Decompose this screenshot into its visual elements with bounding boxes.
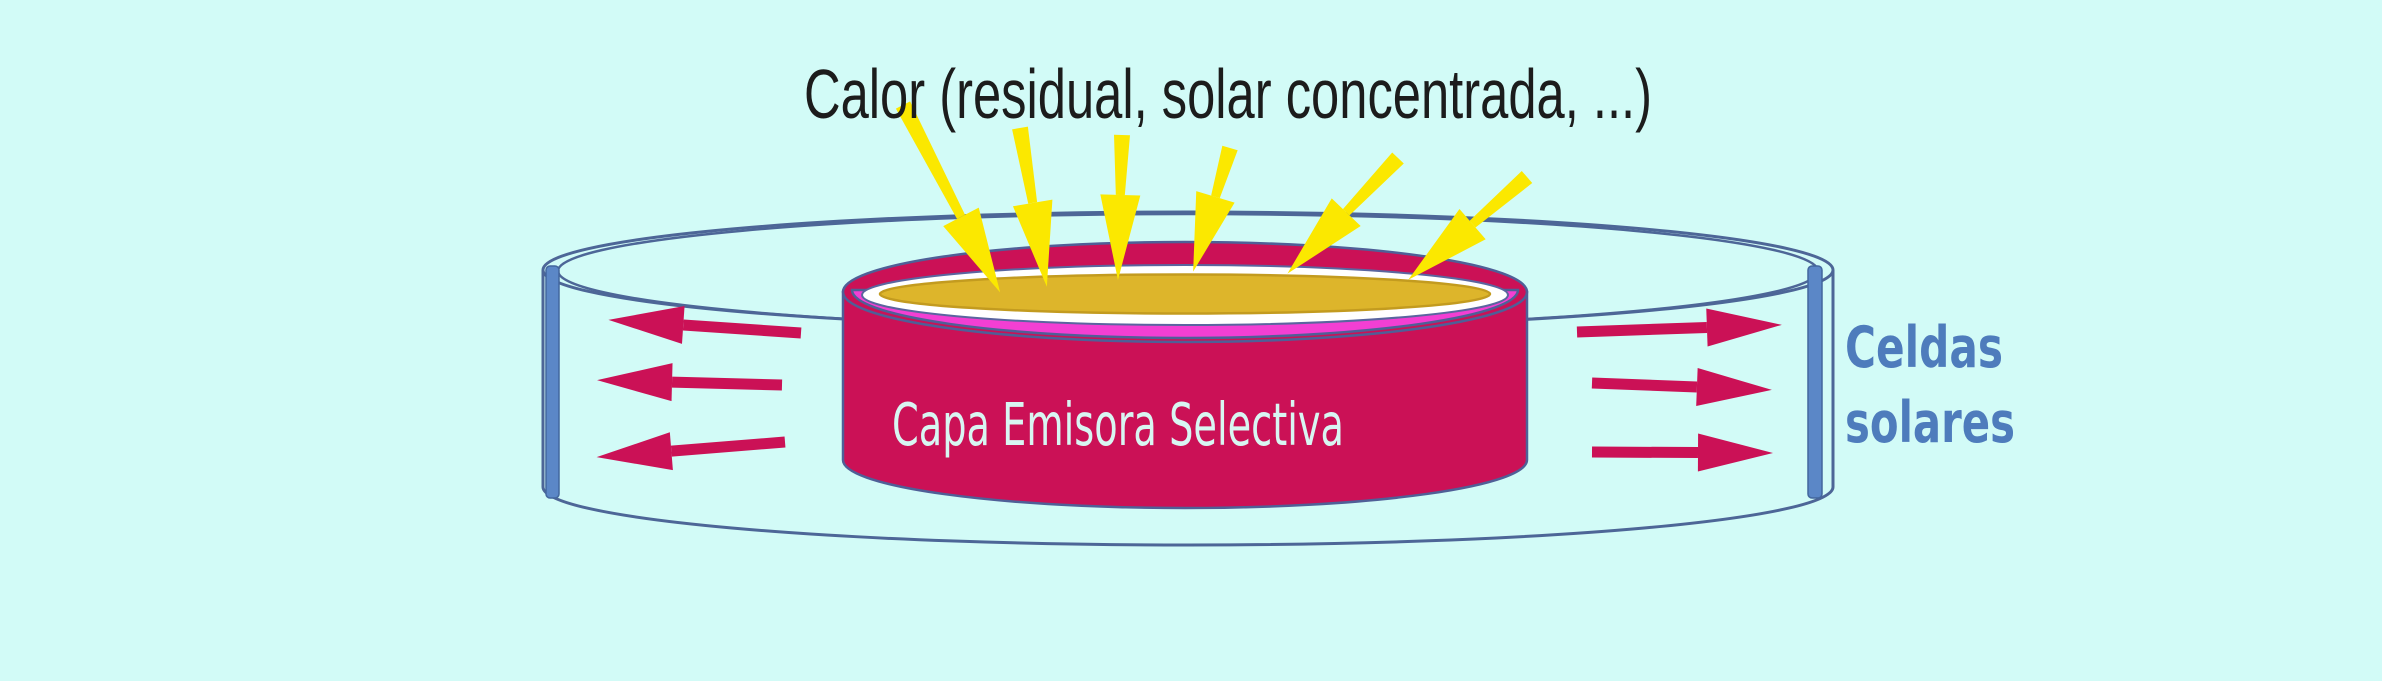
emission-arrow bbox=[1591, 433, 1773, 472]
heat-arrow-shaft bbox=[1012, 126, 1038, 204]
emission-arrow-head bbox=[597, 363, 673, 402]
heat-arrow bbox=[1408, 170, 1533, 280]
heat-arrow-shaft bbox=[1469, 170, 1533, 228]
emission-arrow-tail bbox=[671, 376, 783, 391]
emitter-label: Capa Emisora Selectiva bbox=[892, 390, 1344, 459]
heat-arrows bbox=[895, 101, 1533, 293]
heat-arrow-shaft bbox=[1211, 145, 1238, 199]
emission-arrow-tail bbox=[1576, 321, 1708, 338]
heat-arrow-head bbox=[1287, 198, 1361, 274]
solar-cells-label-line1: Celdas bbox=[1845, 315, 2003, 381]
heat-arrow bbox=[1100, 134, 1141, 280]
emission-arrow bbox=[597, 363, 783, 402]
heat-arrow bbox=[1012, 126, 1053, 287]
heat-arrow bbox=[1287, 152, 1404, 274]
heat-arrow bbox=[895, 101, 1001, 293]
drum-body bbox=[841, 290, 1529, 510]
emission-arrow-head bbox=[608, 306, 685, 344]
emission-arrows-right bbox=[1576, 308, 1782, 472]
emission-arrows-left bbox=[596, 306, 802, 471]
heat-arrow-head bbox=[1012, 199, 1053, 287]
heat-arrow-shaft bbox=[1342, 152, 1404, 216]
emission-arrow-tail bbox=[1591, 446, 1699, 459]
heat-arrow-shaft bbox=[895, 101, 965, 219]
emission-arrow-head bbox=[596, 432, 673, 471]
heat-arrow-head bbox=[1408, 209, 1486, 280]
solar-cell-bar-left bbox=[545, 265, 560, 499]
heat-arrow-shaft bbox=[1114, 134, 1130, 196]
solar-cells-label-line2: solares bbox=[1845, 390, 2015, 456]
emission-arrow-head bbox=[1697, 433, 1773, 472]
heat-arrow bbox=[1193, 145, 1238, 272]
emission-arrow-head bbox=[1706, 308, 1782, 347]
solar-cell-bar-right bbox=[1807, 265, 1823, 499]
heat-arrow-head bbox=[943, 207, 1001, 293]
emission-arrow-tail bbox=[670, 436, 786, 457]
drum-hot-surface bbox=[878, 273, 1492, 315]
heat-arrow-head bbox=[1100, 194, 1141, 280]
emitter-drum bbox=[841, 240, 1529, 510]
emission-arrow-head bbox=[1696, 368, 1772, 407]
emission-arrow-tail bbox=[1591, 377, 1698, 393]
emission-arrow-tail bbox=[682, 319, 802, 339]
emission-arrow bbox=[1576, 308, 1782, 347]
emission-arrow bbox=[596, 432, 786, 471]
solar-cells-label: Celdas solares bbox=[1845, 315, 2015, 456]
emission-arrow bbox=[608, 306, 802, 344]
dish-bottom-rim bbox=[541, 486, 1835, 547]
heat-arrow-head bbox=[1193, 191, 1235, 272]
emission-arrow bbox=[1591, 368, 1772, 407]
diagram-title: Calor (residual, solar concentrada, ...) bbox=[804, 55, 1652, 133]
